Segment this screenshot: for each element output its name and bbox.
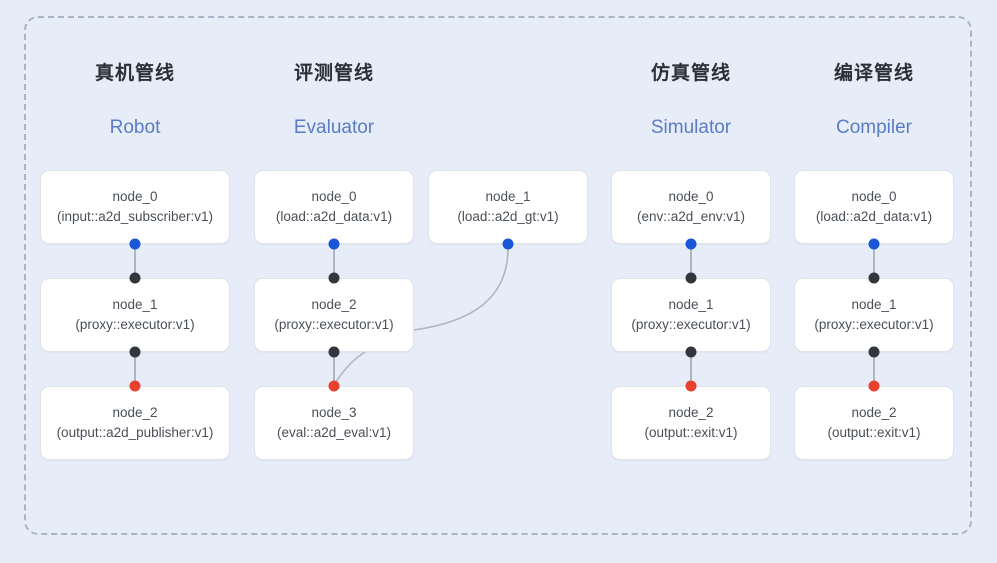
column-title-robot: 真机管线: [94, 63, 176, 84]
node-kind: (proxy::executor:v1): [814, 317, 934, 332]
node-name: node_3: [311, 405, 357, 420]
node-box-compiler-node_0[interactable]: node_0(load::a2d_data:v1): [794, 170, 954, 244]
node-kind: (load::a2d_gt:v1): [457, 209, 559, 224]
node-kind: (load::a2d_data:v1): [815, 209, 933, 224]
port-out-robot-row0[interactable]: [129, 238, 141, 250]
node-kind: (proxy::executor:v1): [631, 317, 751, 332]
node-name: node_0: [851, 189, 897, 204]
port-out-compiler-row1[interactable]: [868, 346, 880, 358]
node-kind: (output::exit:v1): [827, 425, 921, 440]
port-out-evaluator-row1[interactable]: [328, 346, 340, 358]
node-box-evaluator-node_2[interactable]: node_2(proxy::executor:v1): [254, 278, 414, 352]
link-simulator-0-1: [690, 244, 692, 278]
node-kind: (input::a2d_subscriber:v1): [56, 209, 214, 224]
node-name: node_1: [112, 297, 158, 312]
node-box-compiler-node_1[interactable]: node_1(proxy::executor:v1): [794, 278, 954, 352]
link-evaluator-1-2: [333, 352, 335, 386]
node-box-simulator-node_2[interactable]: node_2(output::exit:v1): [611, 386, 771, 460]
port-in-robot-row1[interactable]: [129, 272, 141, 284]
node-kind: (load::a2d_data:v1): [275, 209, 393, 224]
port-out-simulator-row1[interactable]: [685, 346, 697, 358]
node-name: node_2: [668, 405, 714, 420]
column-title-simulator: 仿真管线: [650, 63, 731, 84]
port-in-simulator-row1[interactable]: [685, 272, 697, 284]
node-kind: (output::a2d_publisher:v1): [56, 425, 214, 440]
link-robot-0-1: [134, 244, 136, 278]
node-name: node_0: [668, 189, 714, 204]
port-out-simulator-row0[interactable]: [685, 238, 697, 250]
node-box-robot-node_1[interactable]: node_1(proxy::executor:v1): [40, 278, 230, 352]
port-in-compiler-row1[interactable]: [868, 272, 880, 284]
link-compiler-0-1: [873, 244, 875, 278]
column-subtitle-robot: Robot: [109, 117, 161, 138]
node-box-robot-node_0[interactable]: node_0(input::a2d_subscriber:v1): [40, 170, 230, 244]
column-title-compiler: 编译管线: [833, 63, 915, 84]
node-kind: (proxy::executor:v1): [75, 317, 195, 332]
node-box-robot-node_2[interactable]: node_2(output::a2d_publisher:v1): [40, 386, 230, 460]
port-in-robot-row2[interactable]: [129, 380, 141, 392]
link-robot-1-2: [134, 352, 136, 386]
port-in-evaluator-row2[interactable]: [328, 380, 340, 392]
port-out-compiler-row0[interactable]: [868, 238, 880, 250]
column-subtitle-simulator: Simulator: [650, 117, 732, 138]
port-in-compiler-row2[interactable]: [868, 380, 880, 392]
link-simulator-1-2: [690, 352, 692, 386]
node-kind: (output::exit:v1): [644, 425, 738, 440]
port-in-simulator-row2[interactable]: [685, 380, 697, 392]
node-name: node_2: [112, 405, 158, 420]
column-subtitle-evaluator: Evaluator: [293, 117, 375, 138]
column-header-evaluator: 评测管线 Evaluator: [294, 60, 374, 142]
node-name: node_0: [112, 189, 158, 204]
column-title-evaluator: 评测管线: [293, 63, 374, 84]
node-name: node_1: [851, 297, 897, 312]
node-box-simulator-node_1[interactable]: node_1(proxy::executor:v1): [611, 278, 771, 352]
column-header-robot: 真机管线 Robot: [95, 60, 175, 142]
port-out-evaluator-node_1[interactable]: [502, 238, 514, 250]
link-evaluator-0-1: [333, 244, 335, 278]
link-compiler-1-2: [873, 352, 875, 386]
column-header-simulator: 仿真管线 Simulator: [651, 60, 731, 142]
column-header-compiler: 编译管线 Compiler: [834, 60, 914, 142]
column-subtitle-compiler: Compiler: [835, 117, 913, 138]
port-in-evaluator-row1[interactable]: [328, 272, 340, 284]
node-kind: (eval::a2d_eval:v1): [276, 425, 392, 440]
node-name: node_1: [668, 297, 714, 312]
node-name: node_2: [851, 405, 897, 420]
node-kind: (proxy::executor:v1): [274, 317, 394, 332]
node-name: node_0: [311, 189, 357, 204]
node-box-evaluator-node_0[interactable]: node_0(load::a2d_data:v1): [254, 170, 414, 244]
node-box-evaluator-node_3[interactable]: node_3(eval::a2d_eval:v1): [254, 386, 414, 460]
port-out-evaluator-row0[interactable]: [328, 238, 340, 250]
node-box-simulator-node_0[interactable]: node_0(env::a2d_env:v1): [611, 170, 771, 244]
node-box-evaluator-node_1[interactable]: node_1(load::a2d_gt:v1): [428, 170, 588, 244]
node-name: node_2: [311, 297, 357, 312]
port-out-robot-row1[interactable]: [129, 346, 141, 358]
pipeline-group-frame: [24, 16, 972, 535]
node-box-compiler-node_2[interactable]: node_2(output::exit:v1): [794, 386, 954, 460]
node-kind: (env::a2d_env:v1): [636, 209, 746, 224]
node-name: node_1: [485, 189, 531, 204]
